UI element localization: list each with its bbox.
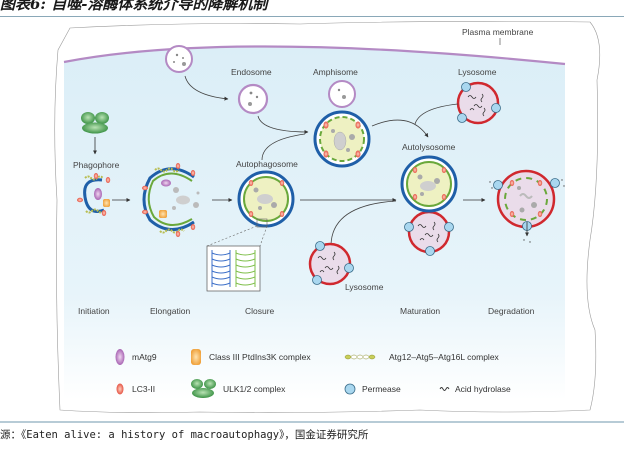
autophagosome (237, 170, 295, 228)
legend-item-ulk: ULK1/2 complex (191, 379, 286, 398)
zoom-guide-left (206, 225, 258, 247)
arrow-autophagosome-to-amphisome (261, 133, 306, 161)
svg-text:Permease: Permease (362, 384, 401, 394)
stage-closure: Closure (245, 306, 275, 316)
endosome-label: Endosome (231, 67, 272, 77)
svg-text:Acid hydrolase: Acid hydrolase (455, 384, 511, 394)
amphisome (313, 80, 371, 168)
legend-item-pi3k: Class III PtdIns3K complex (191, 349, 311, 365)
legend: mAtg9 Class III PtdIns3K complex Atg12–A… (115, 349, 511, 398)
ulk-complex (81, 112, 109, 134)
plasma-membrane (63, 45, 566, 66)
permease-icon (344, 383, 356, 395)
degrading-autolysosome (489, 169, 565, 243)
amphisome-label: Amphisome (313, 67, 358, 77)
zoom-guide-right (259, 225, 268, 247)
figure-title: 图表6: 自噬-溶酶体系统介导的降解机制 (0, 0, 268, 13)
membrane-zoom-inset (206, 245, 261, 292)
legend-item-lc3: LC3-II (116, 383, 155, 395)
arrow-endosome-to-amphisome (257, 115, 309, 134)
footer-divider (0, 421, 624, 423)
autophagosome-label: Autophagosome (236, 159, 298, 169)
stage-degradation: Degradation (488, 306, 535, 316)
lysosome-top (456, 81, 501, 125)
legend-item-acid-hydrolase: Acid hydrolase (439, 384, 511, 394)
acid-hydrolase-icon (439, 387, 450, 391)
svg-text:Class III PtdIns3K complex: Class III PtdIns3K complex (209, 352, 311, 362)
arrow-amphisome-to-autolysosome (371, 119, 429, 138)
svg-text:mAtg9: mAtg9 (132, 352, 157, 362)
phagophore (77, 173, 111, 216)
lc3-icon (116, 383, 124, 395)
legend-item-atg-chain: Atg12–Atg5–Atg16L complex (344, 352, 500, 362)
plasma-membrane-label: Plasma membrane (462, 27, 534, 37)
svg-text:ULK1/2 complex: ULK1/2 complex (223, 384, 286, 394)
endosome (237, 83, 269, 115)
atg-chain-icon (344, 354, 376, 360)
svg-text:LC3-II: LC3-II (132, 384, 155, 394)
autolysosome-label: Autolysosome (402, 142, 456, 152)
stage-labels: Initiation Elongation Closure Maturation… (78, 306, 535, 316)
lysosome-top-label: Lysosome (458, 67, 497, 77)
endocytic-vesicle (165, 45, 193, 73)
legend-item-permease: Permease (344, 383, 401, 395)
lysosome-bottom (308, 241, 354, 286)
pi3k-complex-icon (191, 349, 201, 365)
title-divider (0, 16, 624, 17)
ulk-complex-icon (191, 379, 216, 398)
svg-text:Atg12–Atg5–Atg16L complex: Atg12–Atg5–Atg16L complex (389, 352, 500, 362)
arrow-vesicle-to-endosome (184, 75, 229, 101)
arrow-lysosome-to-autolysosome (414, 103, 459, 125)
stage-maturation: Maturation (400, 306, 440, 316)
phagophore-label: Phagophore (73, 160, 120, 170)
source-note: 源：《Eaten alive: a history of macroautoph… (0, 429, 369, 441)
cytoplasm-region (64, 46, 565, 400)
lysosome-bottom-label: Lysosome (345, 282, 384, 292)
stage-elongation: Elongation (150, 306, 190, 316)
legend-item-matg9: mAtg9 (115, 349, 157, 365)
mAtg9-icon (115, 349, 125, 365)
arrow-lysosome-bottom-to-autolysosome (330, 200, 397, 246)
elongating-phagophore (142, 163, 200, 237)
stage-initiation: Initiation (78, 306, 110, 316)
autolysosome (400, 155, 458, 256)
